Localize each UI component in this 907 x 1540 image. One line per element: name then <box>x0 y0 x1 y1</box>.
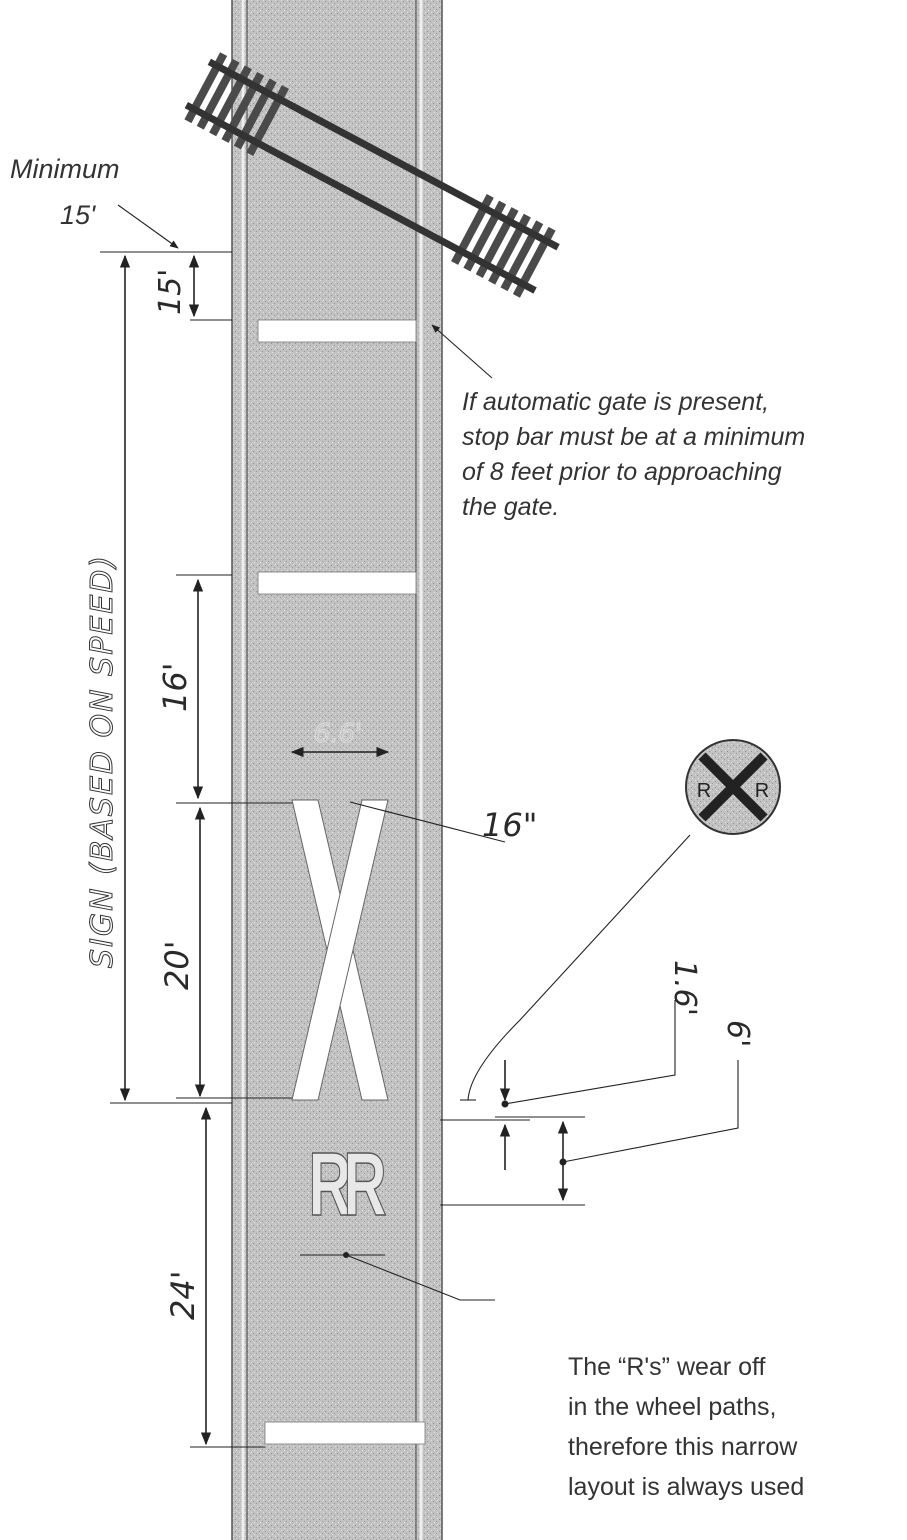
dim-16ft: 16' <box>156 574 292 804</box>
minimum-leader-arrow <box>117 204 179 249</box>
wear-note: The “R's” wear off in the wheel paths, t… <box>568 1353 804 1501</box>
gate-note: If automatic gate is present, stop bar m… <box>462 388 805 521</box>
dim-r-gap-label: 1.6' <box>667 960 702 1016</box>
x-stroke-2 <box>291 799 389 1101</box>
track-ties <box>184 52 556 298</box>
minimum-label: Minimum <box>10 154 120 184</box>
wear-note-line-1: The “R's” wear off <box>568 1353 765 1381</box>
x-marking <box>291 799 389 1101</box>
gate-note-line-3: of 8 feet prior to approaching <box>462 458 782 486</box>
gate-note-line-1: If automatic gate is present, <box>462 388 769 416</box>
sign-letter-left: R <box>697 780 711 802</box>
pavement-rr-letters: R R <box>308 1134 388 1235</box>
gate-note-line-2: stop bar must be at a minimum <box>462 423 805 451</box>
crossbuck-sign: R R <box>460 739 781 1101</box>
sign-distance-label: SIGN (BASED ON SPEED) <box>85 554 120 968</box>
transverse-line-upper <box>257 571 417 595</box>
pavement-letter-left: R <box>308 1135 351 1235</box>
dim-16ft-label: 16' <box>156 662 194 712</box>
wear-note-line-4: layout is always used <box>568 1473 804 1501</box>
dim-15ft-label: 15' <box>153 269 188 315</box>
dim-line-width: 16" <box>349 801 537 844</box>
road-pavement <box>232 0 442 1540</box>
wear-note-line-3: therefore this narrow <box>568 1433 798 1461</box>
transverse-line-lower <box>264 1421 426 1445</box>
railroad-track <box>184 52 560 298</box>
track-rail-bottom <box>184 101 537 294</box>
dim-r-height-label: 6' <box>720 1020 755 1047</box>
gate-note-line-4: the gate. <box>462 493 559 521</box>
dim-20ft-label: 20' <box>158 940 196 990</box>
track-rail-top <box>207 58 560 251</box>
rr-spacing-leader <box>300 1252 495 1301</box>
dim-sign-distance: SIGN (BASED ON SPEED) <box>85 254 232 1104</box>
dim-15ft: 15' <box>100 251 232 321</box>
minimum-value: 15' <box>60 200 96 230</box>
gate-note-leader <box>431 324 493 379</box>
dim-24ft: 24' <box>164 1106 265 1448</box>
sign-letter-right: R <box>755 780 769 802</box>
wear-note-line-2: in the wheel paths, <box>568 1393 776 1421</box>
dim-20ft: 20' <box>158 806 292 1099</box>
dim-x-width: 6.6' <box>290 719 390 758</box>
roadway <box>231 0 443 1540</box>
pavement-letter-right: R <box>343 1135 386 1235</box>
dim-24ft-label: 24' <box>164 1270 202 1320</box>
dim-line-width-label: 16" <box>482 806 537 844</box>
dim-r-gap: 1.6' <box>440 960 702 1170</box>
sign-leader-line <box>467 834 691 1101</box>
dim-x-width-label: 6.6' <box>314 719 363 749</box>
dim-r-height: 6' <box>440 1020 755 1206</box>
stop-bar <box>257 319 417 343</box>
